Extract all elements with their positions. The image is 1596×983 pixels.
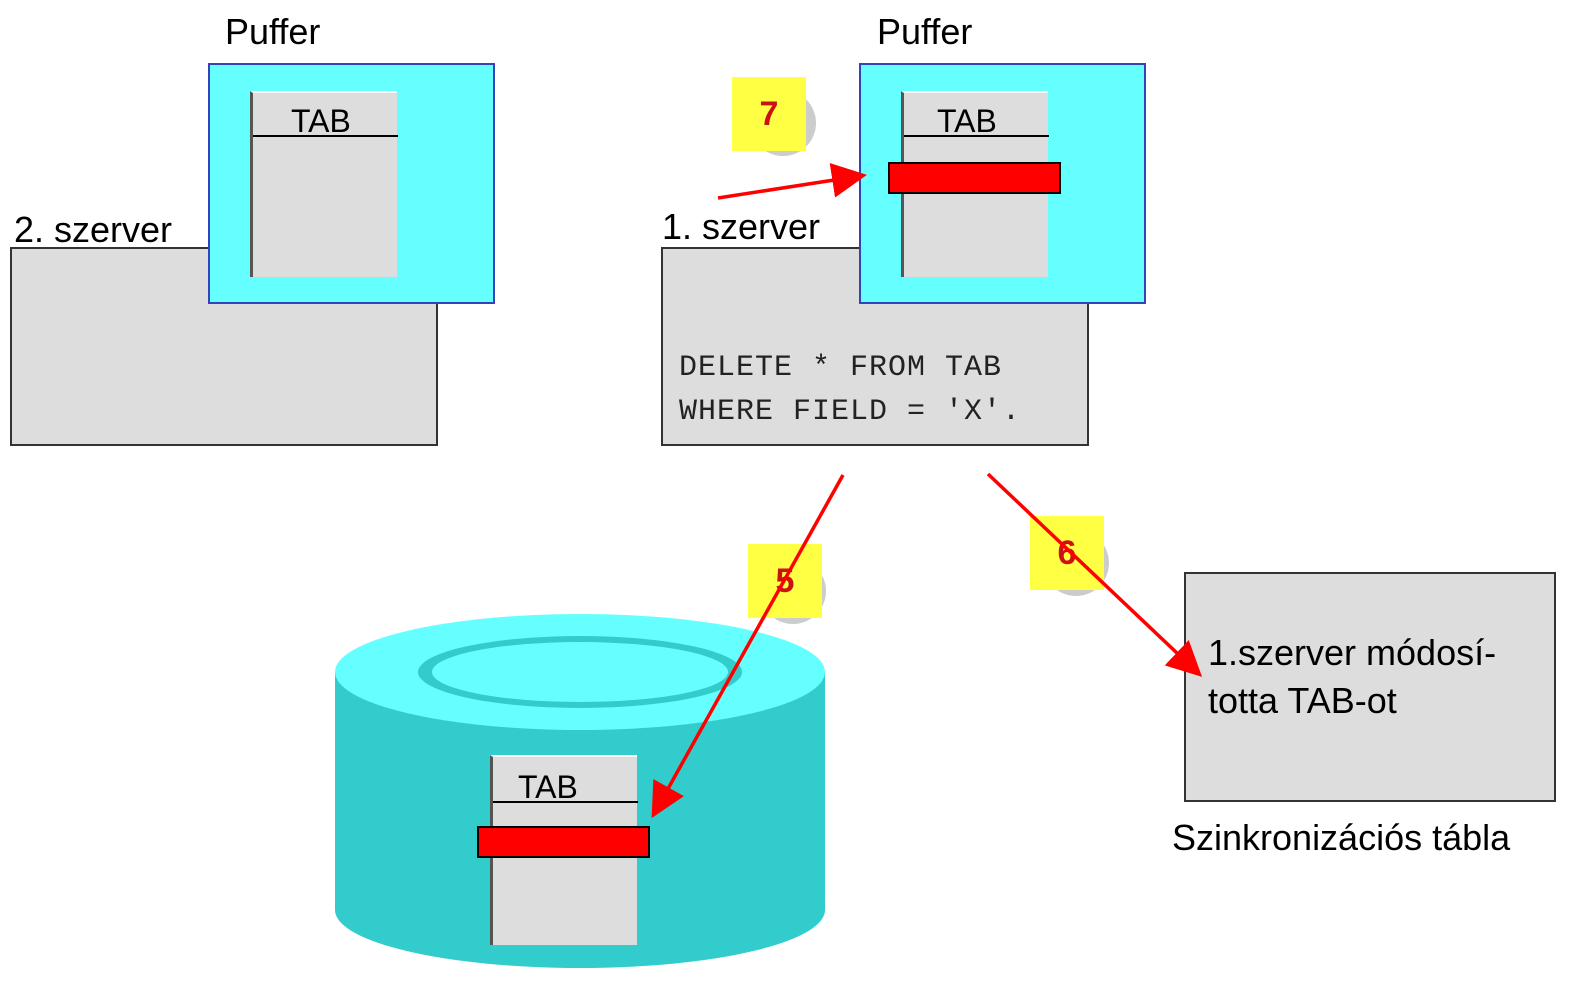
server1-puffer: TAB (859, 63, 1146, 304)
sync-table-caption: Szinkronizációs tábla (1172, 817, 1511, 858)
server1-tab-title: TAB (937, 103, 997, 139)
server1-deleted-row (888, 162, 1061, 194)
server2-tab-title: TAB (291, 103, 351, 139)
server2-tab-header-line (253, 135, 398, 137)
server2-puffer: TAB (208, 63, 495, 304)
sql-code-line2: WHERE FIELD = 'X'. (679, 395, 1022, 429)
server1-tab-header-line (904, 135, 1049, 137)
sync-table-text-line1: 1.szerver módosí- (1208, 632, 1497, 673)
step-badge-7: 7 (732, 77, 806, 151)
server1-label: 1. szerver (662, 206, 821, 247)
server2-tab-table: TAB (250, 91, 398, 277)
sync-table-text-line2: totta TAB-ot (1208, 680, 1397, 721)
database-deleted-row (477, 826, 650, 858)
puffer-label-server1: Puffer (877, 11, 973, 52)
arrow-step7 (717, 162, 867, 200)
step-badge-6: 6 (1030, 516, 1104, 590)
step-badge-5: 5 (748, 544, 822, 618)
database-tab-title: TAB (518, 769, 578, 805)
server2-label: 2. szerver (14, 209, 173, 250)
puffer-label-server2: Puffer (225, 11, 321, 52)
sql-code-line1: DELETE * FROM TAB (679, 351, 1003, 385)
database-tab-header-line (493, 801, 638, 803)
sync-table-box: 1.szerver módosí- totta TAB-ot (1184, 572, 1556, 802)
